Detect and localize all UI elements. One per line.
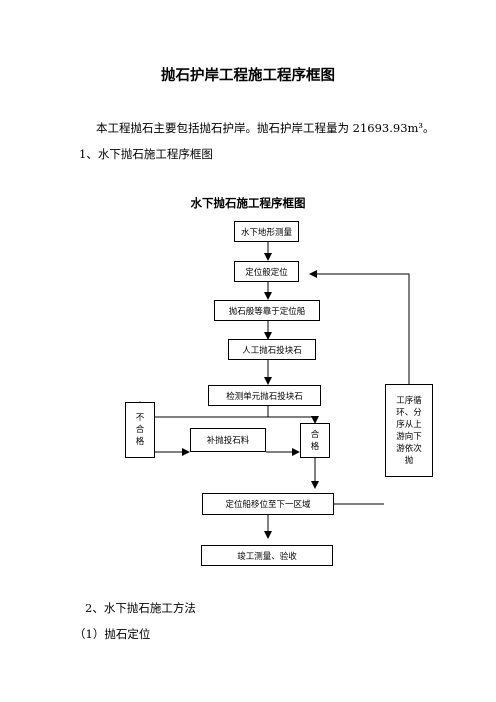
box-fail: 不 合 格 <box>125 402 155 458</box>
arrow-cycle-to-position <box>309 270 410 384</box>
box-position-boat: 定位般定位 <box>234 261 299 282</box>
box-move-next-area: 定位船移位至下一区域 <box>202 493 334 515</box>
section-heading-2: 2、水下抛石施工方法 <box>85 601 196 615</box>
document-title: 抛石护岸工程施工程序框图 <box>161 68 335 84</box>
box-underwater-survey: 水下地形测量 <box>234 221 299 242</box>
flowchart-title: 水下抛石施工程序框图 <box>190 196 306 210</box>
box-pass: 合 格 <box>300 423 330 458</box>
section-heading-1: 1、水下抛石施工程序框图 <box>79 147 213 161</box>
box-dock-boat: 抛石般等靠于定位船 <box>214 300 320 321</box>
box-supplement-dump: 补抛投石料 <box>190 428 266 452</box>
arrow-inspect-to-pass <box>267 406 319 424</box>
intro-paragraph: 本工程抛石主要包括抛石护岸。抛石护岸工程量为 21693.93m³。 <box>96 121 435 135</box>
box-manual-dump: 人工抛石投块石 <box>228 339 316 360</box>
box-completion-acceptance: 竣工测量、验收 <box>201 545 333 566</box>
subsection-heading-1: （1）抛石定位 <box>74 627 151 641</box>
box-cycle-note: 工序循 环、分 序从上 游向下 游依次 抛 <box>385 384 433 477</box>
box-inspect-unit: 检测单元抛石投块石 <box>208 385 321 406</box>
